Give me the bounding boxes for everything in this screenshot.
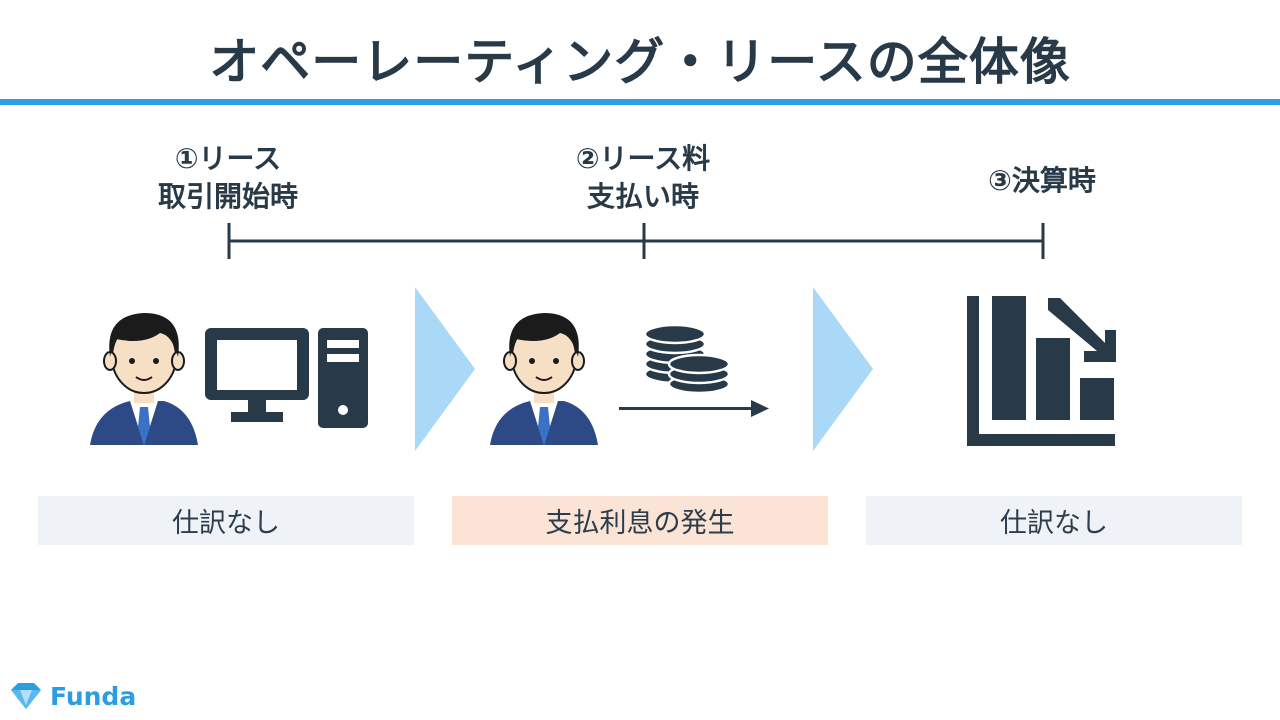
logo-text: Funda <box>50 681 137 711</box>
timeline <box>227 223 1045 259</box>
businessman-icon <box>490 313 598 445</box>
declining-chart-icon <box>967 296 1116 446</box>
note-box-2: 支払利息の発生 <box>452 496 828 545</box>
step-label-1: ①リース 取引開始時 <box>98 140 358 216</box>
step-label-2: ②リース料 支払い時 <box>513 140 773 216</box>
flow-arrow-2 <box>813 287 873 451</box>
flow-arrow-1 <box>415 287 475 451</box>
step-1-line-1: ①リース <box>174 142 282 175</box>
note-box-1: 仕訳なし <box>38 496 414 545</box>
step-label-3: ③決算時 <box>912 162 1172 200</box>
step-2-line-1: ②リース料 <box>575 142 711 175</box>
note-text-3: 仕訳なし <box>1000 508 1108 539</box>
payment-arrow-icon <box>619 400 769 417</box>
note-box-3: 仕訳なし <box>866 496 1242 545</box>
title-underline <box>0 99 1280 105</box>
businessman-payment-figure <box>490 313 769 445</box>
note-text-2: 支払利息の発生 <box>545 508 735 539</box>
funda-diamond-icon <box>11 683 41 709</box>
funda-logo: Funda <box>8 678 136 714</box>
note-text-1: 仕訳なし <box>172 508 280 539</box>
step-1-line-2: 取引開始時 <box>157 180 298 213</box>
page-title: オペーレーティング・リースの全体像 <box>209 33 1071 91</box>
step-3-line-1: ③決算時 <box>988 164 1096 197</box>
computer-icon <box>205 328 368 428</box>
coins-icon <box>643 323 731 395</box>
step-2-line-2: 支払い時 <box>586 180 699 213</box>
businessman-icon <box>90 313 198 445</box>
businessman-computer-figure <box>90 313 368 445</box>
